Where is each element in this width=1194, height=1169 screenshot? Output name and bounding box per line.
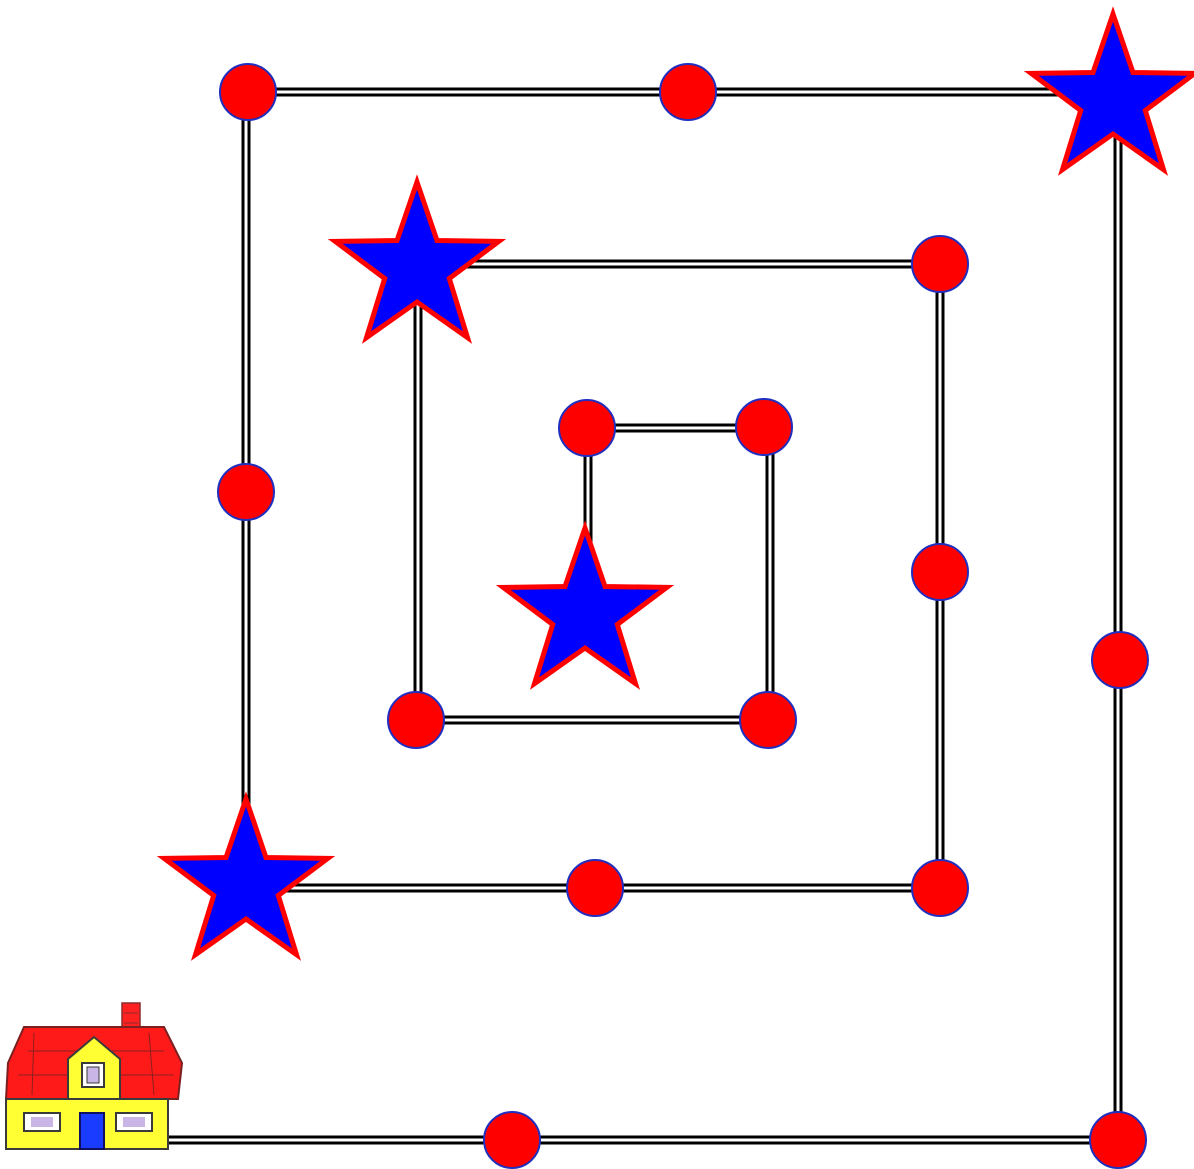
house-icon[interactable] [6,1003,182,1149]
path-dot[interactable] [660,64,716,120]
spiral-path [150,92,1118,1140]
path-track [150,92,1118,1140]
path-dot[interactable] [388,692,444,748]
tokens [164,14,1194,1168]
path-dot[interactable] [912,236,968,292]
path-dot[interactable] [912,860,968,916]
path-dot[interactable] [1090,1112,1146,1168]
path-dot[interactable] [559,400,615,456]
path-dot[interactable] [484,1112,540,1168]
star-space[interactable] [1031,14,1194,170]
star-space[interactable] [503,528,667,684]
path-dot[interactable] [220,64,276,120]
path-dot[interactable] [912,544,968,600]
path-dot[interactable] [736,399,792,455]
path-track-gap [150,92,1118,1140]
star-space[interactable] [164,799,328,955]
path-dot[interactable] [567,860,623,916]
path-dot[interactable] [740,692,796,748]
path-dot[interactable] [218,464,274,520]
path-dot[interactable] [1092,632,1148,688]
